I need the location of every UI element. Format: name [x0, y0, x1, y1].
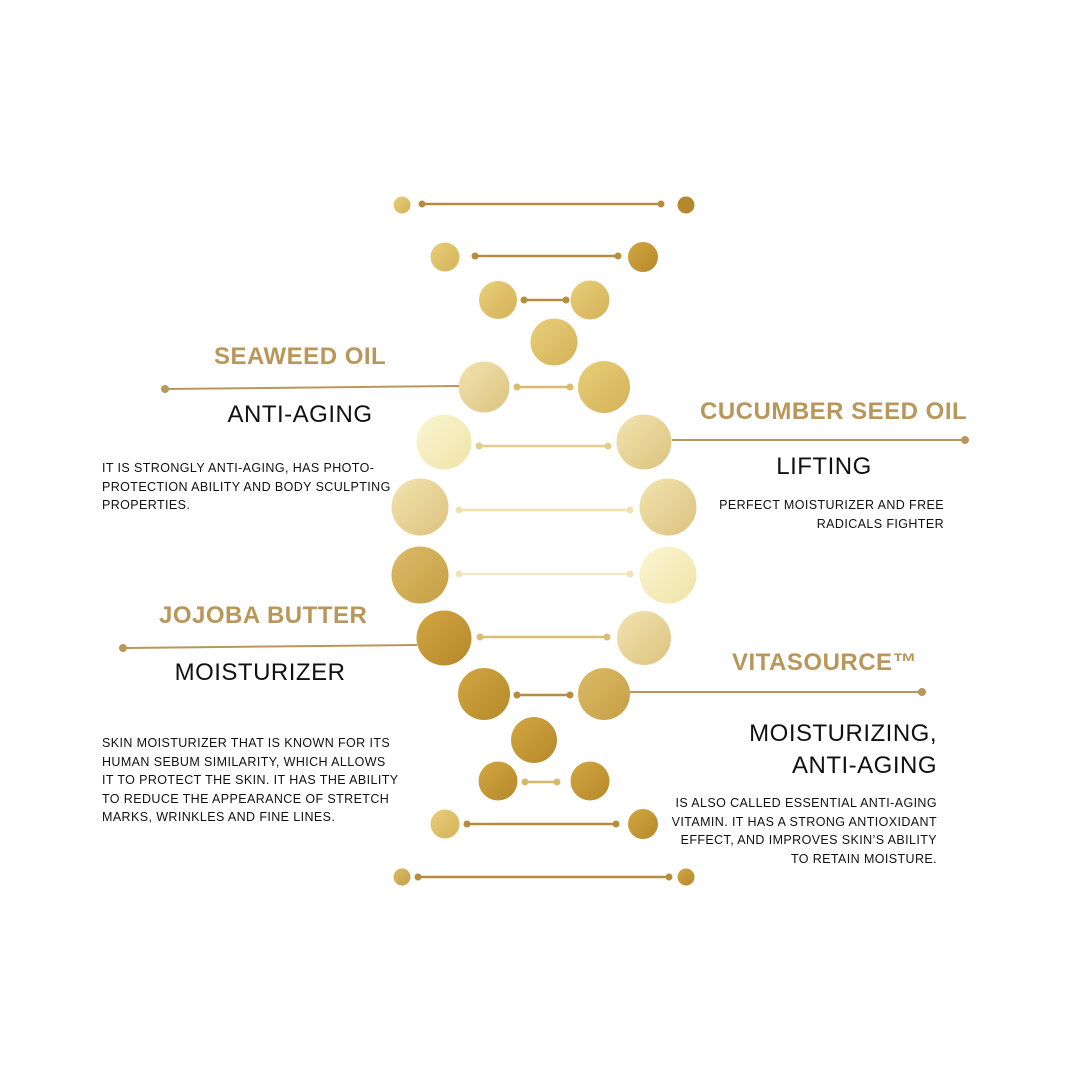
node-center-lower	[511, 717, 557, 763]
benefit-line: ANTI-AGING	[791, 752, 937, 779]
description-line: PERFECT MOISTURIZER AND FREE	[719, 498, 944, 512]
ingredient-title-seaweed-oil: SEAWEED OIL	[214, 343, 387, 370]
benefit-vitasource: MOISTURIZING, ANTI-AGING	[700, 718, 937, 782]
benefit-seaweed-oil: ANTI-AGING	[227, 401, 373, 428]
node-4-left	[458, 361, 510, 413]
node-7-right	[639, 546, 697, 604]
rung-1-end-left	[418, 200, 426, 208]
callout-leaders	[119, 385, 969, 696]
description-line: TO REDUCE THE APPEARANCE OF STRETCH	[102, 791, 390, 806]
leader-vitasource-dot	[918, 688, 926, 696]
leader-jojoba-dot	[119, 644, 127, 652]
node-5-left	[416, 414, 472, 470]
ingredient-title-vitasource: VITASOURCE™	[732, 649, 918, 676]
description-jojoba-butter: SKIN MOISTURIZER THAT IS KNOWN FOR ITS H…	[102, 734, 432, 827]
node-6-right	[639, 478, 697, 536]
node-3-left	[479, 281, 517, 319]
rung-11-end-right	[612, 820, 620, 828]
node-5-right	[616, 414, 672, 470]
node-10-left	[478, 761, 518, 801]
node-1-left	[393, 196, 411, 214]
rung-3-end-left	[520, 296, 528, 304]
node-11-right	[628, 809, 658, 839]
ingredient-title-jojoba-butter: JOJOBA BUTTER	[159, 602, 368, 629]
node-9-right	[578, 668, 630, 720]
node-8-left	[416, 610, 472, 666]
description-line: HUMAN SEBUM SIMILARITY, WHICH ALLOWS	[102, 754, 386, 769]
description-line: VITAMIN. IT HAS A STRONG ANTIOXIDANT	[671, 814, 937, 829]
description-seaweed-oil: IT IS STRONGLY ANTI-AGING, HAS PHOTO- PR…	[102, 459, 422, 515]
description-line: RADICALS FIGHTER	[816, 516, 944, 531]
rung-5-end-left	[475, 442, 483, 450]
node-6-left	[391, 478, 449, 536]
leader-jojoba	[122, 644, 418, 649]
description-line: PROPERTIES.	[102, 498, 191, 512]
rung-4-end-right	[566, 383, 574, 391]
rung-9-end-right	[566, 691, 574, 699]
node-2-left	[430, 242, 460, 272]
leader-cucumber-dot	[961, 436, 969, 444]
rung-12-end-left	[414, 873, 422, 881]
rung-10-end-left	[521, 778, 529, 786]
rung-9-end-left	[513, 691, 521, 699]
helix-nodes	[391, 196, 697, 886]
leader-seaweed-dot	[161, 385, 169, 393]
rung-7-end-right	[626, 570, 634, 578]
node-12-right	[677, 868, 695, 886]
node-8-right	[617, 611, 671, 665]
rung-8-end-right	[603, 633, 611, 641]
description-line: IS ALSO CALLED ESSENTIAL ANTI-AGING	[675, 796, 937, 810]
node-12-left	[393, 868, 411, 886]
node-10-right	[570, 761, 610, 801]
benefit-jojoba-butter: MOISTURIZER	[174, 659, 346, 686]
rung-10-end-right	[553, 778, 561, 786]
description-line: MARKS, WRINKLES AND FINE LINES.	[102, 810, 336, 824]
description-line: PROTECTION ABILITY AND BODY SCULPTING	[102, 479, 391, 494]
node-1-right	[677, 196, 695, 214]
rung-1-end-right	[657, 200, 665, 208]
node-11-left	[430, 809, 460, 839]
rung-11-end-left	[463, 820, 471, 828]
rung-4-end-left	[513, 383, 521, 391]
rung-8-end-left	[476, 633, 484, 641]
description-line: SKIN MOISTURIZER THAT IS KNOWN FOR ITS	[102, 736, 391, 750]
node-2-right	[628, 242, 658, 272]
node-3-right	[570, 280, 610, 320]
node-4-right	[578, 361, 630, 413]
rung-2-end-right	[614, 252, 622, 260]
node-center-upper	[530, 318, 578, 366]
helix-rungs	[414, 200, 673, 881]
rung-12-end-right	[665, 873, 673, 881]
description-cucumber-seed-oil: PERFECT MOISTURIZER AND FREE RADICALS FI…	[640, 496, 944, 533]
description-line: TO RETAIN MOISTURE.	[790, 851, 937, 866]
rung-5-end-right	[604, 442, 612, 450]
benefit-line: MOISTURIZING,	[749, 720, 937, 747]
rung-6-end-left	[455, 506, 463, 514]
benefit-cucumber-seed-oil: LIFTING	[776, 453, 872, 480]
node-7-left	[391, 546, 449, 604]
description-line: IT TO PROTECT THE SKIN. IT HAS THE ABILI…	[102, 773, 399, 787]
ingredient-title-cucumber-seed-oil: CUCUMBER SEED OIL	[700, 398, 968, 425]
description-vitasource: IS ALSO CALLED ESSENTIAL ANTI-AGING VITA…	[600, 794, 937, 868]
rung-7-end-left	[455, 570, 463, 578]
leader-seaweed	[164, 385, 460, 390]
rung-3-end-right	[562, 296, 570, 304]
description-line: EFFECT, AND IMPROVES SKIN’S ABILITY	[680, 833, 937, 847]
rung-2-end-left	[471, 252, 479, 260]
description-line: IT IS STRONGLY ANTI-AGING, HAS PHOTO-	[102, 461, 375, 475]
rung-6-end-right	[626, 506, 634, 514]
node-9-left	[458, 668, 510, 720]
